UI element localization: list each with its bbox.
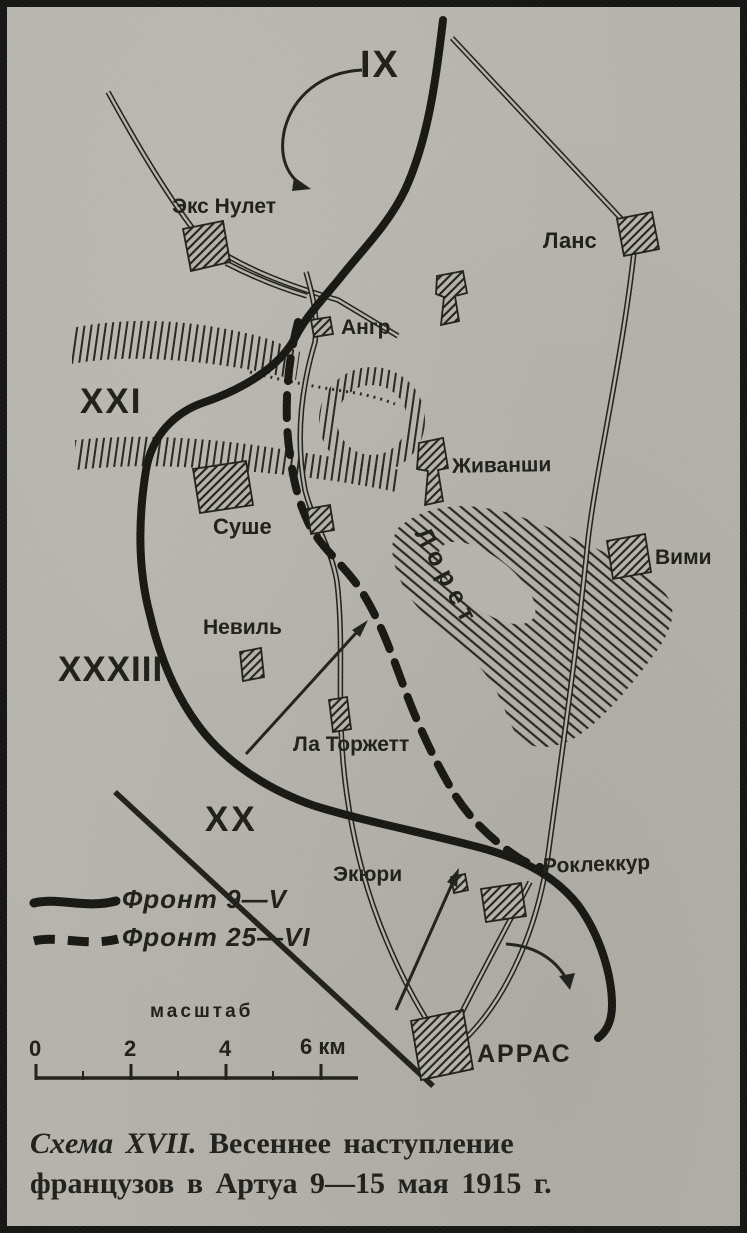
town-rokleccur [479, 881, 528, 924]
scale-bar [34, 1064, 358, 1080]
road-eks-nulet-spur [224, 260, 308, 299]
road-southwest-diagonal [113, 789, 435, 1089]
town-eks-nulet [181, 219, 232, 273]
label-corps-ix: IX [360, 44, 400, 86]
label-lans: Ланс [543, 228, 597, 253]
label-ekyuri: Экюри [333, 863, 403, 886]
town-arras [409, 1008, 475, 1082]
scale-num-6km: 6 км [300, 1034, 346, 1059]
attack-arrow-nevil [244, 631, 358, 756]
town-angr [309, 315, 335, 339]
legend-label-front-solid: Фронт 9—V [122, 884, 287, 914]
label-sushe: Суше [213, 514, 272, 539]
front-line-25-vi [282, 318, 544, 871]
caption-line-2: французов в Артуа 9—15 мая 1915 г. [30, 1166, 552, 1200]
label-zhivanshi: Живанши [451, 453, 552, 478]
legend-line-dashed [32, 934, 120, 947]
town-sushe-small [305, 503, 336, 536]
ridge-hachures-xxi [72, 320, 425, 492]
town-unnamed-north [435, 269, 469, 327]
attack-arrow-ekyuri [394, 883, 454, 1011]
town-zhivanshi [416, 436, 450, 507]
attack-arrow-nevil-head [352, 620, 368, 637]
label-angr: Ангр [341, 316, 391, 339]
ridge-ring [319, 367, 425, 473]
caption-schema: Схема XVII. [30, 1127, 197, 1160]
label-corps-xx: XX [205, 800, 258, 839]
town-lans [615, 210, 661, 258]
label-nevil: Невиль [203, 616, 282, 639]
front-line-9-v [136, 16, 617, 1042]
ridge-band-upper [72, 320, 300, 380]
curved-arrow-ix-head [292, 177, 311, 191]
ridge-lorette-inner [438, 541, 536, 625]
scale-num-0: 0 [29, 1036, 42, 1061]
label-corps-xxi: XXI [80, 382, 143, 421]
scale-num-4: 4 [219, 1036, 232, 1061]
label-vimi: Вими [655, 546, 712, 569]
label-corps-xxxiii: XXXIII [58, 650, 164, 689]
curved-arrow-south-head [559, 973, 575, 990]
caption: Схема XVII. Весеннее наступление француз… [30, 1124, 730, 1204]
road-central-valley [297, 271, 443, 1042]
legend-line-solid [29, 896, 121, 909]
label-arras: АРРАС [477, 1040, 572, 1068]
road-to-lans [449, 36, 631, 228]
caption-line-1: Схема XVII. Весеннее наступление [30, 1124, 730, 1164]
town-la-torzhett [327, 695, 353, 734]
label-la-torzhett: Ла Торжетт [293, 733, 410, 756]
town-sushe [191, 459, 255, 515]
label-rokleccur: Роклеккур [542, 851, 651, 878]
curved-arrow-ix [281, 68, 363, 187]
town-nevil [239, 646, 265, 683]
towns [181, 210, 661, 1082]
ridge-lorette [392, 506, 673, 747]
attack-arrow-ekyuri-head [447, 868, 459, 887]
legend-label-front-dashed: Фронт 25—VI [122, 922, 311, 952]
town-vimi [605, 532, 653, 581]
caption-line1-text: Весеннее наступление [209, 1127, 514, 1160]
label-eks-nulet: Экс Нулет [172, 195, 277, 218]
scale-title: масштаб [150, 1001, 254, 1022]
attack-arrows [244, 68, 575, 1011]
legend-samples [29, 896, 121, 947]
scale-num-2: 2 [124, 1036, 137, 1061]
